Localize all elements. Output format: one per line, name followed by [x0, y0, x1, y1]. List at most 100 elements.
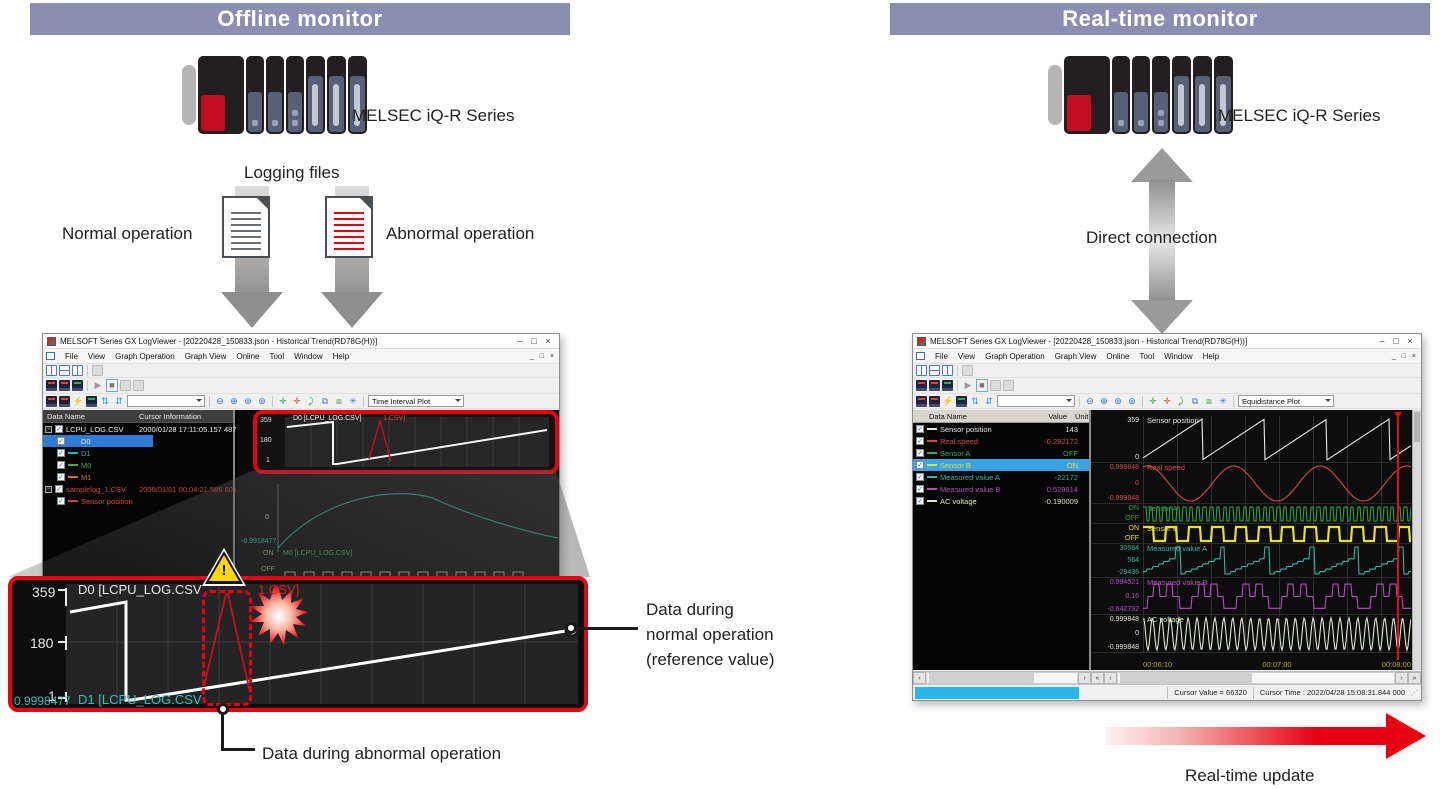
titlebar[interactable]: MELSOFT Series GX LogViewer - [20220428_… — [913, 334, 1421, 349]
play-icon[interactable]: ▶ — [94, 380, 102, 390]
titlebar[interactable]: MELSOFT Series GX LogViewer - [20220428_… — [43, 334, 559, 349]
expand-icon[interactable]: − — [45, 485, 52, 493]
menu-view[interactable]: View — [87, 351, 106, 361]
arrange-down-icon[interactable]: ⇵ — [115, 395, 123, 406]
resize-grip[interactable]: ⋰ — [1411, 689, 1418, 697]
column-cursor-info[interactable]: Cursor Information — [139, 411, 202, 421]
column-unit[interactable]: Unit — [1075, 411, 1089, 421]
table-row-ac-voltage[interactable]: ✓AC voltage-0.190009 — [913, 495, 1089, 507]
copy-window-icon[interactable]: ⧉ — [321, 395, 329, 406]
scroll-last-icon[interactable]: » — [1408, 672, 1421, 684]
close-button[interactable]: × — [545, 336, 551, 346]
menu-help[interactable]: Help — [1202, 351, 1220, 361]
checkbox[interactable]: ✓ — [916, 449, 924, 457]
cursor-marker[interactable] — [1394, 412, 1402, 422]
mdi-window-controls[interactable]: _ □ × — [529, 352, 556, 360]
chart-hscrollbar[interactable]: « ‹ › » — [1091, 672, 1421, 684]
table-row-real-speed[interactable]: ✓Real speed-0.292172 — [913, 435, 1089, 447]
minimize-button[interactable]: – — [1379, 336, 1385, 346]
scroll-right-icon[interactable]: › — [1395, 672, 1408, 684]
tree-row-m1[interactable]: ✓M1 — [43, 471, 233, 483]
tile-horizontal-icon[interactable] — [59, 365, 70, 376]
close-button[interactable]: × — [1407, 336, 1413, 346]
menu-graph-view[interactable]: Graph View — [184, 351, 227, 361]
mdi-child-icon[interactable] — [46, 352, 55, 360]
tree-row-sensor-position[interactable]: ✓Sensor position — [43, 495, 233, 507]
table-row-measured-value-a[interactable]: ✓Measured value A-22172 — [913, 471, 1089, 483]
tree-row-d1[interactable]: ✓D1 — [43, 447, 233, 459]
cursor-a-icon[interactable]: ✛ — [1149, 395, 1157, 406]
cursor-move-icon[interactable]: ⤸ — [1178, 395, 1184, 406]
trend-graph2-icon[interactable] — [929, 395, 940, 407]
tile-vertical-icon[interactable] — [46, 365, 57, 376]
graph-list-icon[interactable] — [956, 395, 967, 407]
scroll-first-icon[interactable]: « — [1091, 672, 1104, 684]
device-combo[interactable] — [997, 395, 1075, 407]
run-icon[interactable]: ⚡ — [942, 395, 954, 406]
open-graph2-icon[interactable] — [929, 380, 940, 391]
zoom-in-icon[interactable]: ⊕ — [230, 395, 238, 406]
play-icon[interactable]: ▶ — [964, 380, 972, 390]
cursor-b-icon[interactable]: ✛ — [1163, 395, 1171, 406]
column-data-name[interactable]: Data Name — [47, 411, 85, 421]
stop-icon[interactable]: ■ — [976, 379, 988, 392]
menu-graph-operation[interactable]: Graph Operation — [985, 351, 1045, 361]
device-combo[interactable] — [127, 395, 205, 407]
export-icon[interactable]: ⧈ — [1206, 395, 1212, 406]
cursor-move-icon[interactable]: ⤸ — [308, 395, 314, 406]
page-next-icon[interactable]: ⊛ — [1128, 395, 1136, 406]
menu-graph-operation[interactable]: Graph Operation — [115, 351, 175, 361]
checkbox[interactable]: ✓ — [57, 497, 65, 505]
plot-mode-combo[interactable]: Time Interval Plot — [368, 395, 464, 407]
zoom-out-icon[interactable]: ⊖ — [1086, 395, 1094, 406]
checkbox[interactable]: ✓ — [916, 485, 924, 493]
checkbox[interactable]: ✓ — [916, 425, 924, 433]
table-hscrollbar[interactable]: ‹ › — [913, 672, 1091, 684]
trend-graph2-icon[interactable] — [59, 395, 70, 407]
minimize-button[interactable]: – — [517, 336, 523, 346]
checkbox[interactable]: ✓ — [57, 461, 65, 469]
column-value[interactable]: Value — [1048, 411, 1067, 421]
checkbox[interactable]: ✓ — [916, 497, 924, 505]
zoom-in-icon[interactable]: ⊕ — [1100, 395, 1108, 406]
expand-icon[interactable]: − — [45, 425, 52, 433]
maximize-button[interactable]: □ — [1393, 336, 1399, 346]
scroll-left-icon[interactable]: ‹ — [913, 672, 926, 684]
menu-tool[interactable]: Tool — [269, 351, 285, 361]
menu-window[interactable]: Window — [294, 351, 323, 361]
page-prev-icon[interactable]: ⊛ — [1114, 395, 1122, 406]
checkbox[interactable]: ✓ — [916, 437, 924, 445]
menu-file[interactable]: File — [935, 351, 948, 361]
page-prev-icon[interactable]: ⊛ — [244, 395, 252, 406]
page-next-icon[interactable]: ⊛ — [258, 395, 266, 406]
save-graph-icon[interactable] — [942, 380, 953, 391]
chart-vscrollbar[interactable] — [1412, 410, 1421, 670]
cursor-line[interactable] — [1397, 416, 1399, 660]
menu-view[interactable]: View — [957, 351, 976, 361]
tile-horizontal-icon[interactable] — [929, 365, 940, 376]
checkbox[interactable]: ✓ — [916, 473, 924, 481]
settings-icon[interactable]: ✳ — [1219, 395, 1227, 406]
tile-vertical-icon[interactable] — [916, 365, 927, 376]
checkbox[interactable]: ✓ — [55, 485, 63, 493]
tree-row-d0[interactable]: ✓D0 — [43, 435, 233, 447]
settings-icon[interactable]: ✳ — [349, 395, 357, 406]
trend-graph-icon[interactable] — [916, 395, 927, 407]
menu-window[interactable]: Window — [1164, 351, 1193, 361]
cursor-b-icon[interactable]: ✛ — [293, 395, 301, 406]
checkbox[interactable]: ✓ — [57, 473, 65, 481]
arrange-up-icon[interactable]: ⇅ — [101, 395, 109, 406]
plot-mode-combo[interactable]: Equidistance Plot — [1238, 395, 1334, 407]
menu-graph-view[interactable]: Graph View — [1054, 351, 1097, 361]
column-data-name[interactable]: Data Name — [929, 411, 967, 421]
graph-list-icon[interactable] — [86, 395, 97, 407]
mdi-window-controls[interactable]: _ □ × — [1391, 352, 1418, 360]
menu-online[interactable]: Online — [236, 351, 260, 361]
menu-tool[interactable]: Tool — [1139, 351, 1155, 361]
export-icon[interactable]: ⧈ — [336, 395, 342, 406]
stop-icon[interactable]: ■ — [106, 379, 118, 392]
